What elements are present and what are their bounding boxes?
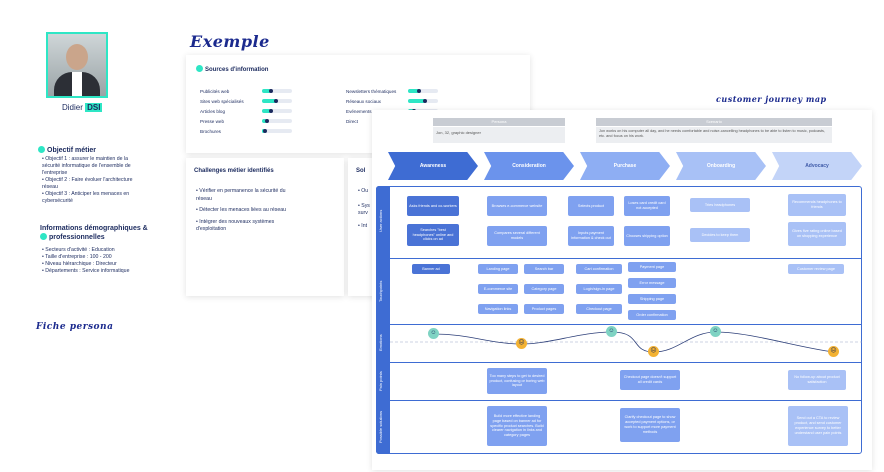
touchpoint-card: Category page — [524, 284, 564, 294]
persona-name: Didier DSI — [62, 103, 103, 112]
source-row: Publicités web — [200, 86, 292, 96]
touchpoint-card: Login/sign-in page — [576, 284, 622, 294]
touchpoint-card: Payment page — [628, 262, 676, 272]
row-label-pain-points: Pain points — [378, 371, 383, 391]
pain-point-card: Checkout page doesn't support all credit… — [620, 370, 680, 390]
pain-point-card: No follow-up about product satisfaction — [788, 370, 846, 390]
challenges-list: • Vérifier en permanence la sécurité du … — [196, 188, 287, 232]
journey-caption: customer journey map — [716, 94, 827, 104]
touchpoint-card: Order confirmation — [628, 310, 676, 320]
touchpoint-card: Search bar — [524, 264, 564, 274]
source-row: Articles blog — [200, 106, 292, 116]
sad-face-icon: ☹ — [648, 346, 659, 357]
touchpoint-card: Banner ad — [412, 264, 450, 274]
touchpoint-card: Navigation links — [478, 304, 518, 314]
persona-header: Persona — [433, 118, 565, 126]
row-label-emotions: Emotions — [378, 334, 383, 352]
solution-card: Clarify checkout page to show accepted p… — [620, 408, 680, 442]
source-label: Brochures — [200, 128, 221, 134]
stage-advocacy: Advocacy — [772, 152, 862, 180]
happy-face-icon: ☺ — [710, 326, 721, 337]
touchpoint-card: Shipping page — [628, 294, 676, 304]
action-card: Asks friends and co-workers — [407, 196, 459, 216]
neutral-face-icon: ☹ — [516, 338, 527, 349]
action-card: Gives five rating online based on shoppi… — [788, 222, 846, 246]
action-card: Tries headphones — [690, 198, 750, 212]
source-label: Presse web — [200, 118, 225, 124]
touchpoint-card: Cart confirmation — [576, 264, 622, 274]
scenario-header: Scenario — [596, 118, 832, 126]
touchpoint-card: E-commerce site — [478, 284, 518, 294]
source-label: Publicités web — [200, 88, 230, 94]
persona-photo — [46, 32, 108, 98]
source-level-bar — [262, 109, 292, 113]
pain-point-card: Too many steps to get to desired product… — [487, 368, 547, 394]
row-label-possible-solutions: Possible solutions — [378, 410, 383, 444]
touchpoint-card: Customer review page — [788, 264, 844, 274]
source-level-bar — [262, 89, 292, 93]
row-label-touchpoints: Touchpoints — [378, 280, 383, 302]
action-card: Selects product — [568, 196, 614, 216]
source-row: Sites web spécialisés — [200, 96, 292, 106]
example-title: Exemple — [190, 32, 270, 51]
solution-card: Send out a CTA to review product, and se… — [788, 406, 848, 446]
source-row: Newsletters thématiques — [346, 86, 438, 96]
persona-text: Jon, 32, graphic designer — [433, 127, 565, 143]
bullet-dot-icon — [40, 233, 47, 240]
bullet-dot-icon — [38, 146, 45, 153]
sad-face-icon: ☹ — [828, 346, 839, 357]
stage-onboarding: Onboarding — [676, 152, 766, 180]
row-label-strip — [376, 186, 390, 454]
bullet-dot-icon — [196, 65, 203, 72]
source-level-bar — [262, 119, 292, 123]
source-row: Presse web — [200, 116, 292, 126]
demographics-list: • Secteurs d'activité : Education • Tail… — [42, 247, 130, 274]
source-label: Evénements — [346, 108, 372, 114]
source-level-bar — [408, 89, 438, 93]
stage-awareness: Awareness — [388, 152, 478, 180]
happy-face-icon: ☺ — [428, 328, 439, 339]
touchpoint-card: Landing page — [478, 264, 518, 274]
action-card: Loses card credit card not accepted — [624, 196, 670, 216]
source-label: Sites web spécialisés — [200, 98, 244, 104]
action-card: Searches "best headphones" online and cl… — [407, 224, 459, 246]
source-row: Réseaux sociaux — [346, 96, 438, 106]
source-level-bar — [408, 99, 438, 103]
touchpoint-card: Checkout page — [576, 304, 622, 314]
touchpoint-card: Product pages — [524, 304, 564, 314]
action-card: Compares several different models — [487, 226, 547, 246]
action-card: Chooses shipping option — [624, 226, 670, 246]
action-card: Browses e-commerce website — [487, 196, 547, 216]
stage-consideration: Consideration — [484, 152, 574, 180]
source-label: Direct — [346, 118, 358, 124]
source-label: Articles blog — [200, 108, 226, 114]
demographics-title: Informations démographiques & profession… — [40, 225, 148, 241]
touchpoint-card: Error message — [628, 278, 676, 288]
solution-card: Build more effective landing page based … — [487, 406, 547, 446]
action-card: Recommends headphones to friends — [788, 194, 846, 216]
action-card: Inputs payment information & check out — [568, 226, 614, 246]
emotion-curve — [390, 331, 862, 353]
challenges-card: Challenges métier identifiés • Vérifier … — [186, 158, 344, 296]
action-card: Decides to keep them — [690, 228, 750, 242]
scenario-text: Jon works on his computer all day, and h… — [596, 127, 832, 143]
source-label: Newsletters thématiques — [346, 88, 397, 94]
persona-caption: Fiche persona — [36, 322, 114, 332]
source-level-bar — [262, 99, 292, 103]
source-level-bar — [262, 129, 292, 133]
sources-title: Sources d'information — [196, 65, 268, 73]
happy-face-icon: ☺ — [606, 326, 617, 337]
source-row: Brochures — [200, 126, 292, 136]
row-label-user-actions: User actions — [378, 209, 383, 233]
objective-title: Objectif métier — [38, 146, 96, 154]
source-label: Réseaux sociaux — [346, 98, 381, 104]
objectives-list: • Objectif 1 : assurer le maintien de la… — [42, 156, 133, 204]
challenges-title: Challenges métier identifiés — [194, 168, 274, 174]
stage-purchase: Purchase — [580, 152, 670, 180]
